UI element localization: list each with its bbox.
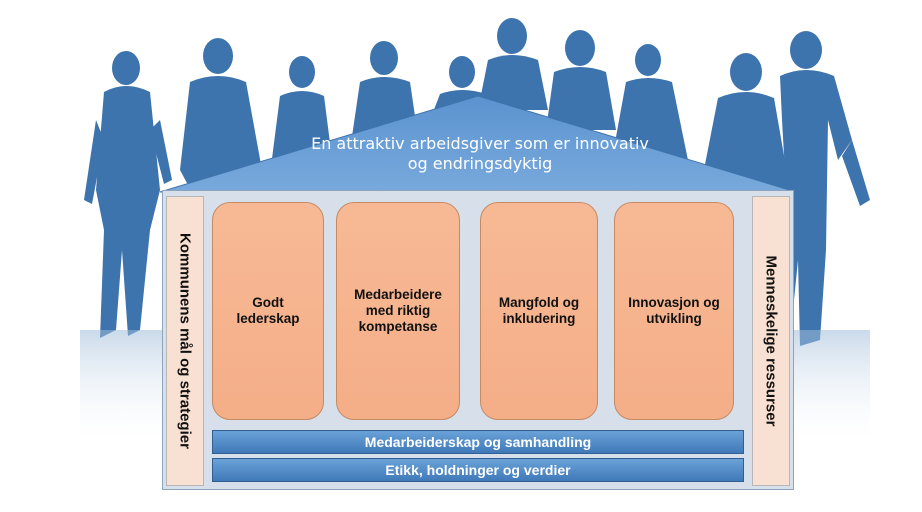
pillar-innovasjon: Innovasjon og utvikling: [614, 202, 734, 420]
foundation-upper-bar: Medarbeiderskap og samhandling: [212, 430, 744, 454]
left-side-label: Kommunens mål og strategier: [176, 233, 194, 449]
roof-title: En attraktiv arbeidsgiver som er innovat…: [260, 134, 700, 174]
foundation-lower-bar: Etikk, holdninger og verdier: [212, 458, 744, 482]
foundation-lower-label: Etikk, holdninger og verdier: [385, 462, 571, 478]
foundation-upper-label: Medarbeiderskap og samhandling: [364, 434, 592, 450]
left-side-panel: Kommunens mål og strategier: [166, 196, 204, 486]
pillar-label: Godt lederskap: [236, 295, 300, 326]
pillar-mangfold: Mangfold og inkludering: [480, 202, 598, 420]
roof-title-line-2: og endringsdyktig: [407, 154, 553, 173]
right-side-label: Menneskelige ressurser: [762, 255, 780, 427]
right-side-panel: Menneskelige ressurser: [752, 196, 790, 486]
pillar-godt-lederskap: Godt lederskap: [212, 202, 324, 420]
roof-title-line-1: En attraktiv arbeidsgiver som er innovat…: [311, 134, 649, 153]
pillar-label: Innovasjon og utvikling: [628, 295, 720, 326]
pillar-label: Mangfold og inkludering: [498, 295, 580, 326]
pillar-label: Medarbeidere med riktig kompetanse: [354, 287, 442, 334]
pillar-medarbeidere: Medarbeidere med riktig kompetanse: [336, 202, 460, 420]
